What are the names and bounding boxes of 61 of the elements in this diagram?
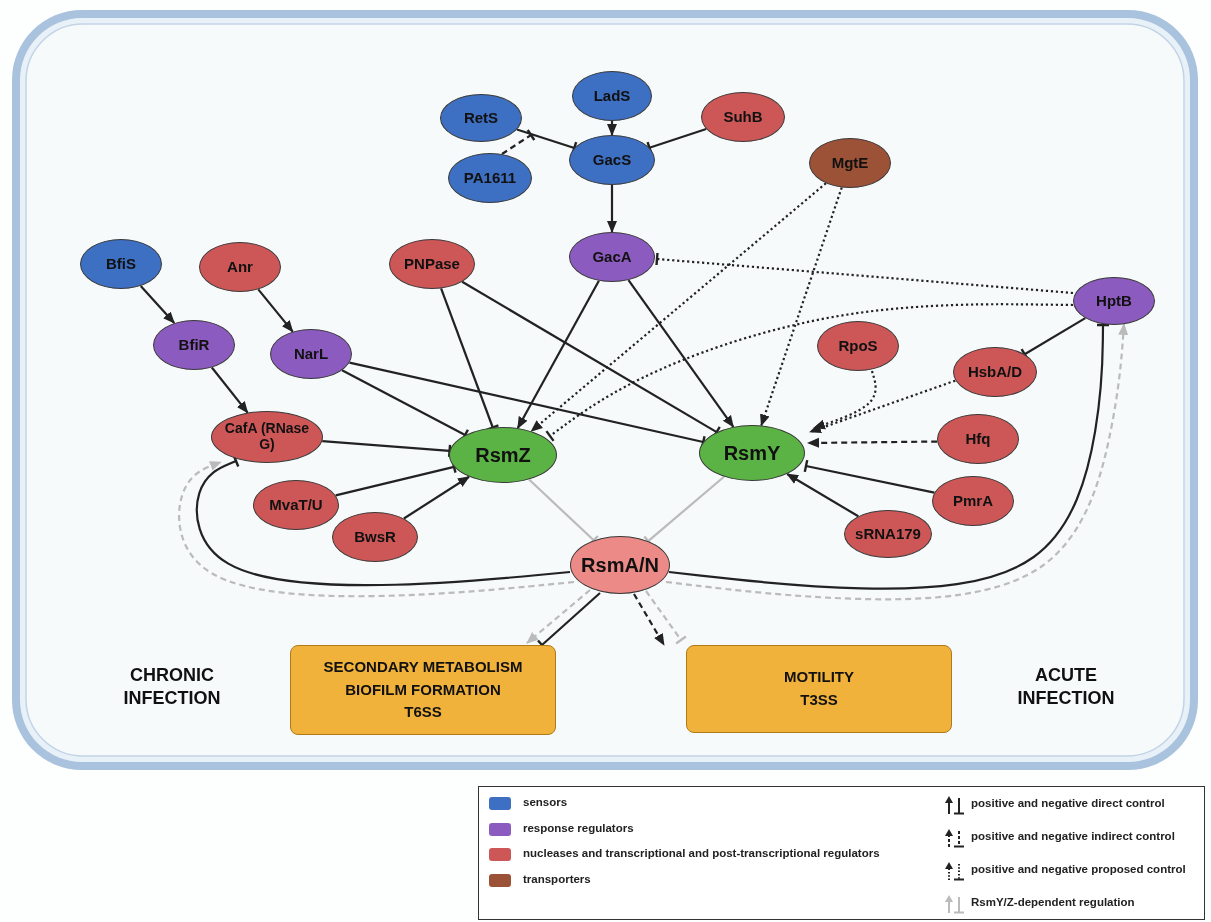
node-label: HptB bbox=[1096, 292, 1132, 310]
arrow bbox=[403, 475, 470, 520]
inhibition-line bbox=[803, 458, 935, 494]
node-label: LadS bbox=[593, 87, 631, 105]
node-label: BwsR bbox=[354, 528, 396, 546]
node-label: SECONDARY METABOLISM bbox=[323, 658, 523, 676]
inhibition-line bbox=[645, 590, 688, 645]
arrow bbox=[530, 182, 827, 432]
legend-label: RsmY/Z-dependent regulation bbox=[971, 896, 1135, 908]
legend-label: positive and negative indirect control bbox=[971, 830, 1175, 842]
inhibition-line bbox=[655, 251, 1074, 295]
node-label: BfiR bbox=[178, 336, 210, 354]
node-label: NarL bbox=[293, 345, 329, 363]
node-label: RpoS bbox=[838, 337, 878, 355]
arrow bbox=[516, 280, 600, 429]
node-label: PmrA bbox=[953, 492, 993, 510]
inhibition-line bbox=[501, 128, 536, 155]
arrow bbox=[807, 437, 938, 448]
node-label: T3SS bbox=[800, 692, 838, 709]
inhibition-line bbox=[322, 440, 452, 459]
node-label: MOTILITY bbox=[784, 669, 854, 686]
node-label: MvaT/U bbox=[269, 496, 323, 514]
arrow bbox=[526, 589, 591, 644]
outcome-box bbox=[290, 645, 556, 735]
node-label: MgtE bbox=[831, 154, 869, 172]
arrow bbox=[813, 370, 877, 430]
node-label: sRNA179 bbox=[855, 525, 921, 543]
legend-label: positive and negative proposed control bbox=[971, 863, 1186, 875]
arrow bbox=[178, 460, 575, 598]
outcome-box bbox=[686, 645, 952, 733]
node-label: CafA (RNase G) bbox=[224, 421, 310, 453]
region-label: CHRONIC INFECTION bbox=[122, 664, 222, 709]
node-label: BfiS bbox=[106, 255, 136, 273]
node-label: T6SS bbox=[404, 704, 442, 722]
legend-label: nucleases and transcriptional and post-transcriptional regulators bbox=[523, 847, 880, 859]
arrow bbox=[633, 593, 665, 646]
node-label: RsmY bbox=[723, 441, 781, 465]
node-label: SuhB bbox=[723, 108, 763, 126]
node-label: PA1611 bbox=[463, 169, 517, 187]
region-label: ACUTE INFECTION bbox=[1016, 664, 1116, 709]
arrow bbox=[257, 288, 294, 333]
legend-label: transporters bbox=[523, 872, 591, 885]
node-label: HsbA/D bbox=[967, 363, 1023, 381]
legend-label: response regulators bbox=[523, 821, 634, 834]
node-label: GacA bbox=[592, 248, 632, 266]
inhibition-line bbox=[545, 303, 1073, 443]
arrow bbox=[760, 187, 843, 427]
node-label: Anr bbox=[227, 258, 253, 276]
legend-label: sensors bbox=[523, 796, 568, 808]
arrow bbox=[607, 121, 617, 136]
node-label: RsmZ bbox=[475, 443, 531, 467]
node-label: PNPase bbox=[404, 255, 460, 273]
arrow bbox=[607, 185, 617, 233]
arrow bbox=[786, 473, 859, 518]
node-label: RetS bbox=[463, 109, 499, 127]
node-label: RsmA/N bbox=[581, 553, 659, 577]
node-label: BIOFILM FORMATION bbox=[345, 681, 501, 699]
node-label: Hfq bbox=[965, 430, 991, 448]
legend-label: positive and negative direct control bbox=[971, 797, 1165, 809]
arrow bbox=[139, 285, 176, 324]
node-label: GacS bbox=[592, 151, 632, 169]
